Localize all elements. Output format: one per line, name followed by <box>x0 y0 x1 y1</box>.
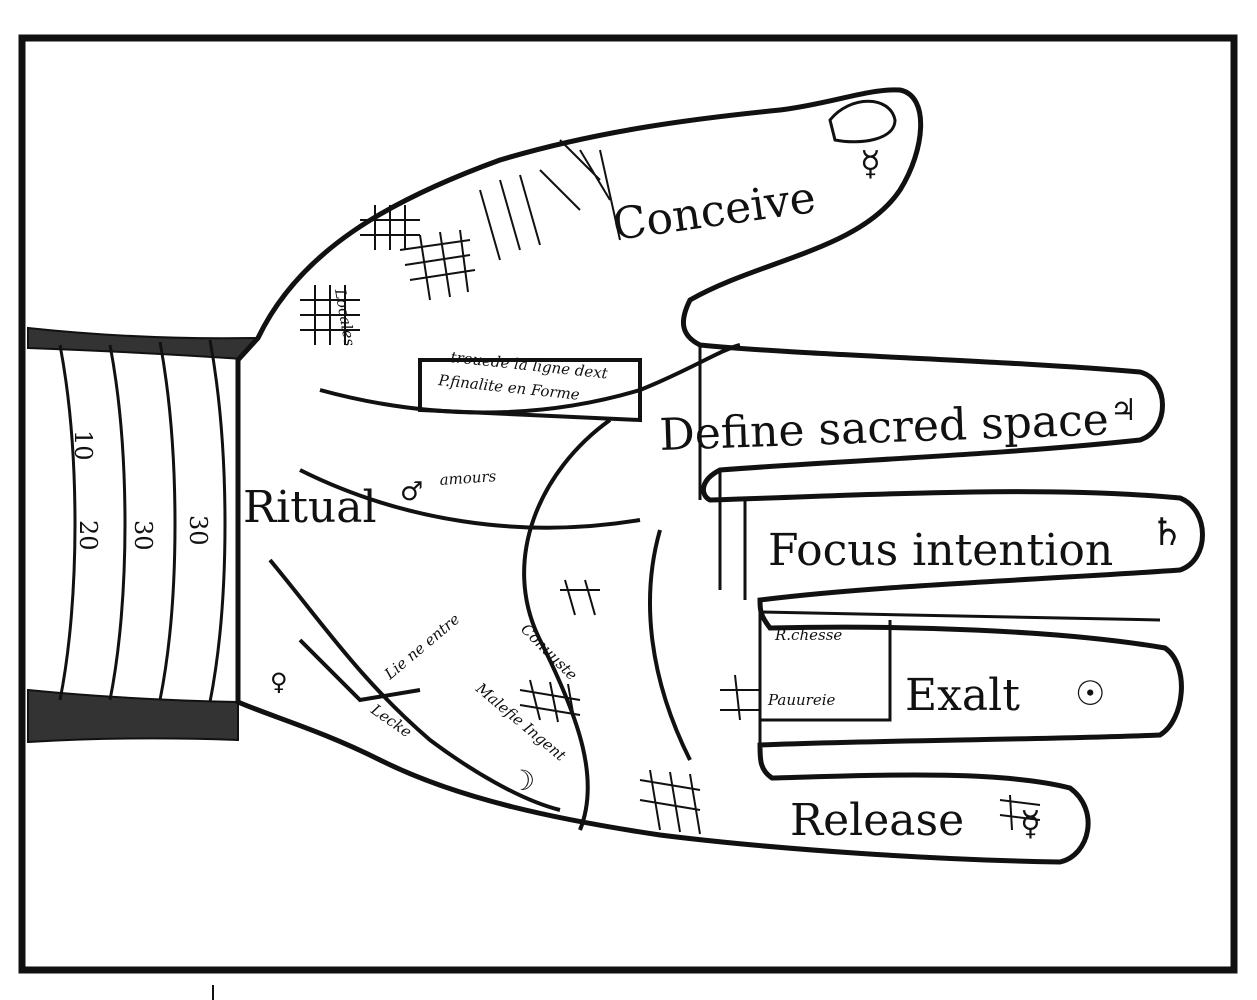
index-symbol-icon: ♃ <box>1110 393 1137 428</box>
wrist-scale: 10 20 30 30 <box>69 430 212 551</box>
wrist-scale-3: 30 <box>184 515 212 546</box>
inscription-8: Pauureie <box>767 691 836 709</box>
wrist-scale-2: 30 <box>129 520 157 551</box>
wrist-scale-1: 20 <box>74 520 102 551</box>
label-ring-finger: Exalt <box>905 670 1020 721</box>
little-symbol-icon: ☿ <box>1020 804 1041 844</box>
venus-symbol-icon: ♀ <box>270 668 288 696</box>
wrist-scale-0: 10 <box>69 430 97 461</box>
thumb-symbol-icon: ☿ <box>860 144 881 184</box>
inscription-7: R.chesse <box>774 626 842 644</box>
label-palm: Ritual <box>243 482 377 533</box>
label-middle-finger: Focus intention <box>768 525 1113 576</box>
middle-symbol-icon: ♄ <box>1150 510 1184 554</box>
label-little-finger: Release <box>790 795 964 846</box>
mars-symbol-icon: ♂ <box>400 477 423 507</box>
ring-symbol-icon: ☉ <box>1075 674 1105 714</box>
moon-symbol-icon: ☽ <box>510 764 535 797</box>
